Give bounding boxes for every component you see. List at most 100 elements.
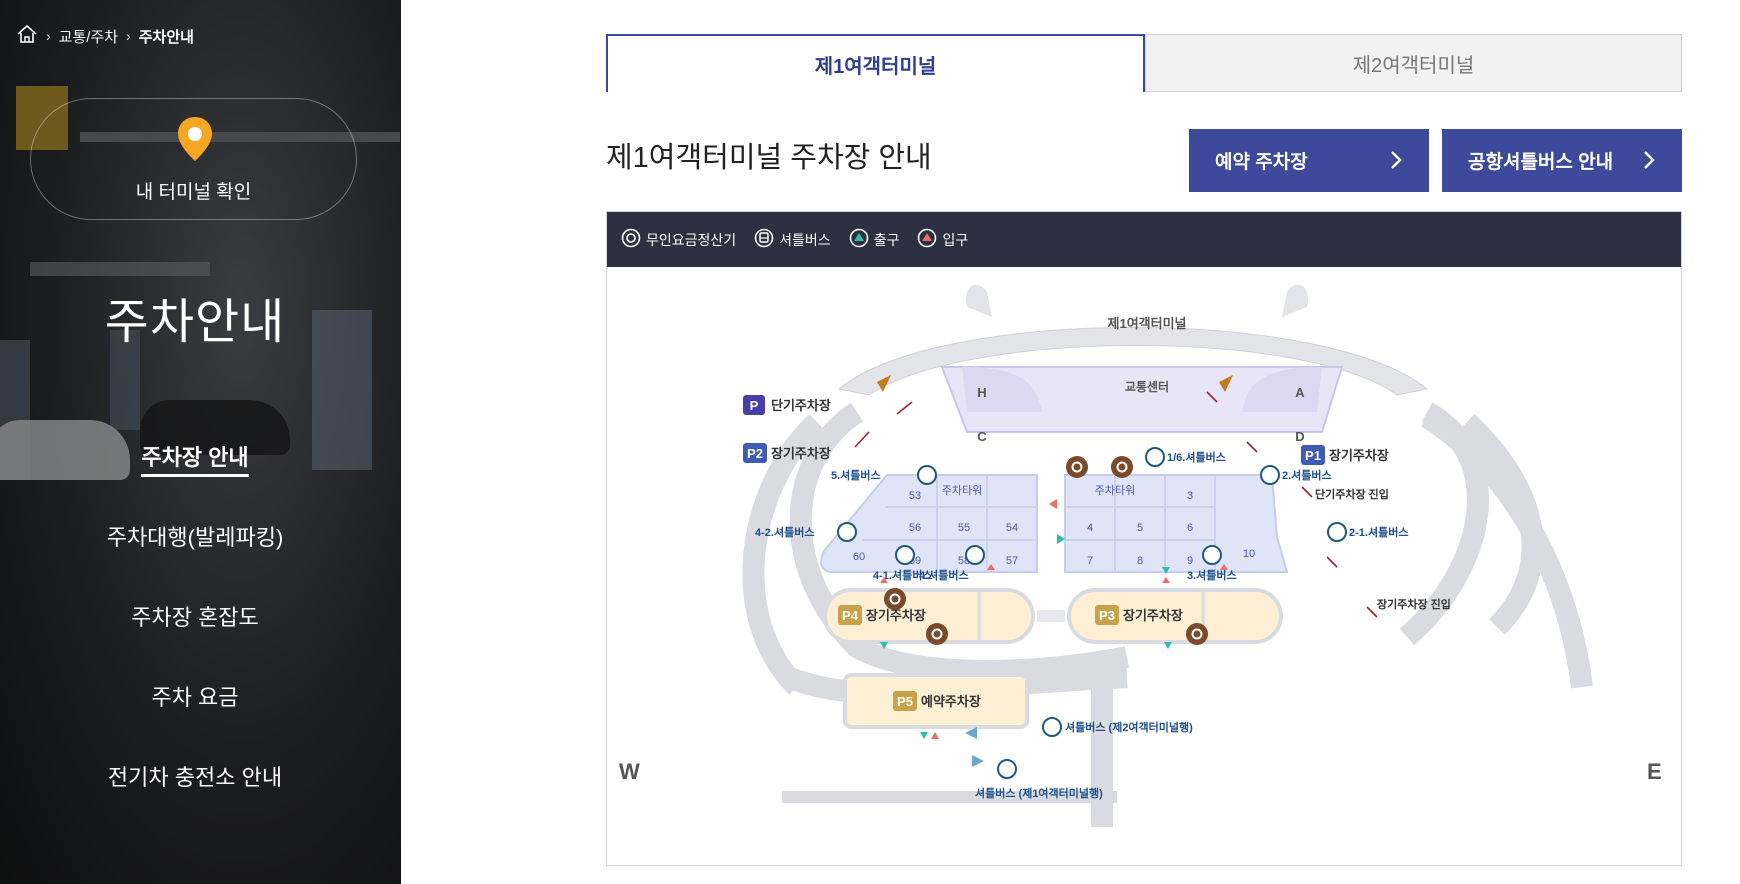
chevron-right-icon: › [126,28,131,44]
sidebar-item-ev-charging[interactable]: 전기차 충전소 안내 [0,760,390,840]
terminal-pier [1282,284,1308,317]
sidebar-item-valet[interactable]: 주차대행(발레파킹) [0,520,390,600]
shuttle-info-label: 공항셔틀버스 안내 [1468,152,1614,173]
payment-marker-inner [889,461,1203,640]
block-label: 6 [1187,522,1193,534]
shuttle-info-button[interactable]: 공항셔틀버스 안내 [1442,129,1682,192]
legend-item: 입구 [917,228,968,251]
exit-icon [1162,567,1170,574]
flow-arrows [965,727,984,767]
long-term-entry-label: 장기주차장 진입 [1377,597,1451,611]
payment-machine-icon [1186,623,1208,645]
shuttle-bus-icon [895,545,915,565]
payment-machine-icon [621,228,641,251]
legend-label: 출구 [873,231,900,248]
reservation-parking-button[interactable]: 예약 주차장 [1189,129,1429,192]
badge-text: P3 [1099,608,1115,623]
sidebar-title: 주차안내 [104,296,286,349]
badge-p3[interactable]: P3 장기주차장 [1095,605,1183,625]
reservation-parking-p5 [843,673,1029,729]
block-label: 8 [1137,555,1143,567]
pillar [312,310,372,470]
block-label: 4 [1087,522,1093,534]
chevron-right-icon: › [46,28,51,44]
sidebar-item-label: 주차장 혼잡도 [131,605,259,630]
badge-p2[interactable]: P2 장기주차장 [743,443,831,463]
badge-label: 예약주차장 [921,694,981,709]
home-icon[interactable] [16,24,38,48]
terminal-building [837,327,1429,396]
sidebar-menu: 주차장 안내 주차대행(발레파킹) 주차장 혼잡도 주차 요금 전기차 충전소 … [0,440,390,840]
entrance-icon [1220,564,1228,570]
badge-text: P5 [897,694,913,709]
shuttle-bus-icon [1145,447,1165,467]
exit-icon [1164,642,1172,649]
exit-icon [920,732,928,739]
tab-terminal-1[interactable]: 제1여객터미널 [606,34,1145,92]
badge-short-term[interactable]: P 단기주차장 [743,395,831,415]
zone-a: A [1295,385,1305,400]
entrance-icon [1162,577,1170,583]
sidebar-item-label: 주차 요금 [151,685,239,710]
exit-markers [880,534,1172,739]
zone-h: H [977,385,986,400]
block-label: 54 [1006,522,1018,534]
traffic-center [940,366,1344,433]
sidebar-item-congestion[interactable]: 주차장 혼잡도 [0,600,390,680]
entrance-icon [987,564,995,570]
entry-arrows [854,391,1378,618]
shuttle-bus-icon [997,759,1017,779]
badge-label: 장기주차장 [866,608,926,623]
entrance-markers [880,499,1228,739]
breadcrumb-item[interactable]: 교통/주차 [58,28,119,46]
parking-map: 무인요금정산기 셔틀버스 출구 입구 [606,211,1682,866]
west-label: W [619,759,640,784]
block-label: 3 [1187,490,1193,502]
shuttle-label: 셔틀버스 (제1여객터미널행) [975,786,1103,800]
block-label: 5 [1137,522,1143,534]
badge-text: P [750,398,759,413]
car-shape [140,400,290,455]
direction-chevron-icon [1219,375,1233,392]
block-label: 9 [1187,555,1193,567]
terminal-label: 제1여객터미널 [1108,316,1187,331]
badge-p5[interactable]: P5 예약주차장 [893,691,981,711]
shuttle-markers [837,447,1347,779]
terminal-pier [966,284,992,317]
chevron-right-icon [1389,149,1403,177]
map-legend: 무인요금정산기 셔틀버스 출구 입구 [607,212,1681,267]
legend-item: 출구 [849,228,900,251]
terminal-check-button[interactable]: 내 터미널 확인 [30,98,357,220]
page-title: 제1여객터미널 주차장 안내 [606,142,932,174]
block-label: 10 [1243,548,1255,560]
short-term-parking-east [1064,474,1289,573]
exit-icon [880,642,888,649]
payment-machine-icon [1066,456,1088,478]
long-term-parking-p4 [823,588,1035,644]
block-label: 53 [909,490,921,502]
sidebar: › 교통/주차 › 주차안내 내 터미널 확인 주차안내 주차장 안내 주차대행… [0,0,401,884]
main-content: 제1여객터미널 제2여객터미널 제1여객터미널 주차장 안내 예약 주차장 공항… [606,34,1682,866]
sidebar-item-parking-info[interactable]: 주차장 안내 [0,440,390,520]
connector [1037,610,1065,622]
entrance-icon [931,732,939,739]
block-label: 56 [909,522,921,534]
zone-block [1242,367,1322,412]
badge-label: 단기주차장 [771,398,831,413]
sidebar-item-fees[interactable]: 주차 요금 [0,680,390,760]
legend-item: 무인요금정산기 [621,228,736,251]
badge-label: 장기주차장 [1123,608,1183,623]
badge-p1[interactable]: P1 장기주차장 [1301,445,1389,465]
entrance-icon [917,228,937,251]
badge-p4[interactable]: P4 장기주차장 [838,605,926,625]
block-label: 55 [958,522,970,534]
block-label: 57 [1006,555,1018,567]
reservation-parking-label: 예약 주차장 [1215,152,1308,173]
ceiling-light [30,262,210,276]
block-label: 7 [1087,555,1093,567]
tab-terminal-2[interactable]: 제2여객터미널 [1145,34,1682,92]
shuttle-label: 3.셔틀버스 [1187,568,1237,582]
block-label: 60 [853,551,865,563]
block-grid [862,475,1037,572]
entrance-icon [1049,499,1057,509]
